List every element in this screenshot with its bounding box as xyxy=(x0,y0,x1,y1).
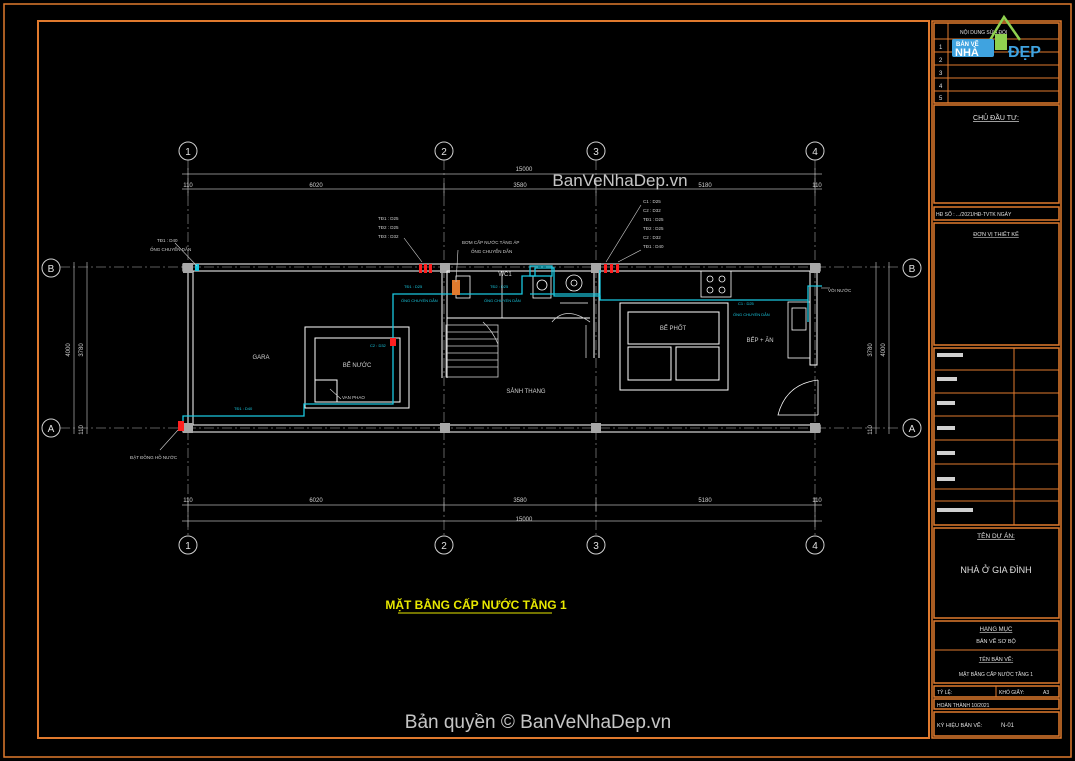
dim-total-bottom: 15000 xyxy=(516,517,533,523)
title-block: NỘI DUNG SỬA ĐỔI 1 2 3 4 5 CHỦ ĐẦU TƯ: H… xyxy=(931,14,1062,739)
paper-value: A3 xyxy=(1043,690,1049,696)
room-gara: GARA xyxy=(252,355,269,361)
note-pipe2: ỐNG CHUYỂN DẪN xyxy=(150,246,191,252)
grid-row-b-right: B xyxy=(909,264,916,275)
note-meter: ĐẶT ĐỒNG HỒ NƯỚC xyxy=(130,454,178,460)
note-valve: VAN PHAO xyxy=(342,395,365,400)
note-c3: TĐ1 : D25 xyxy=(643,217,664,222)
note-r3: TĐ3 : D32 xyxy=(378,234,399,239)
pipe-label-5: C2 : D32 xyxy=(370,343,387,348)
dim-side-outer-left: 4000 xyxy=(66,343,72,357)
sheet-value: MẶT BẰNG CẤP NƯỚC TẦNG 1 xyxy=(959,670,1033,678)
logo-top: BẢN VẼ xyxy=(956,41,979,48)
note-pump: BƠM CẤP NƯỚC TĂNG ÁP xyxy=(462,239,519,245)
logo-right: ĐẸP xyxy=(1008,44,1041,61)
dim-edge-top-right: 110 xyxy=(812,183,822,189)
grid-col-1-bottom: 1 xyxy=(185,541,191,552)
grid-col-4-bottom: 4 xyxy=(812,541,818,552)
dim-seg1-top: 6020 xyxy=(309,183,323,189)
project-label: TÊN DỰ ÁN: xyxy=(977,531,1015,540)
sheet-frame-inner xyxy=(37,20,930,739)
dim-edge-top-left: 110 xyxy=(183,183,193,189)
septic-tank xyxy=(619,302,729,391)
grid-col-1-top: 1 xyxy=(185,147,191,158)
scale-label: TỶ LỆ: xyxy=(937,688,952,696)
pipe-label-3: C1 : D25 xyxy=(738,301,755,306)
dim-seg2-bottom: 3580 xyxy=(513,498,527,504)
rev-row-5: 5 xyxy=(939,96,943,102)
room-septic: BỂ PHỐT xyxy=(660,325,687,332)
date-label: HOÀN THÀNH 10/2021 xyxy=(937,702,990,709)
project-name: NHÀ Ở GIA ĐÌNH xyxy=(960,564,1031,575)
dim-edge-bottom-right: 110 xyxy=(812,498,822,504)
grid-col-4-top: 4 xyxy=(812,147,818,158)
dim-side-end-right: 110 xyxy=(868,425,874,435)
pipe-label-1: TĐ1 : D25 xyxy=(404,284,423,289)
dim-side-inner-left: 3780 xyxy=(79,343,85,357)
paper-label: KHỔ GIẤY: xyxy=(999,689,1024,696)
item-label: HẠNG MỤC xyxy=(980,627,1013,633)
dim-side-end-left: 110 xyxy=(79,425,85,435)
rev-row-3: 3 xyxy=(939,71,943,77)
dim-total-top: 15000 xyxy=(516,167,533,173)
grid-col-3-top: 3 xyxy=(593,147,599,158)
pipe-label-2b: ỐNG CHUYỂN DẪN xyxy=(484,298,521,303)
drawing-no: N-01 xyxy=(1001,723,1015,729)
rev-header: NỘI DUNG SỬA ĐỔI xyxy=(960,29,1007,36)
floor-plan: 1 2 3 4 1 2 3 4 B A B A 15000 xyxy=(41,141,922,614)
grid-col-3-bottom: 3 xyxy=(593,541,599,552)
contract-label: HĐ SỐ : .../2021/HĐ-TVTK NGÀY xyxy=(936,211,1012,218)
designer-label: ĐƠN VỊ THIẾT KẾ xyxy=(973,231,1019,238)
note-c5: C2 : D32 xyxy=(643,235,661,240)
note-c2: C2 : D32 xyxy=(643,208,661,213)
main-pipe xyxy=(182,267,822,427)
pipe-label-2: TĐ2 : D25 xyxy=(490,284,509,289)
dim-side-inner-right: 3780 xyxy=(868,343,874,357)
sheet-label: TÊN BẢN VẼ: xyxy=(979,655,1014,663)
note-c1: C1 : D25 xyxy=(643,199,661,204)
room-tank: BỂ NƯỚC xyxy=(343,362,372,369)
note-c6: TĐ1 : D40 xyxy=(643,244,664,249)
drawing-title: MẶT BẰNG CẤP NƯỚC TẦNG 1 xyxy=(385,597,567,612)
note-c4: TĐ2 : D25 xyxy=(643,226,664,231)
drawing-no-label: KÝ HIỆU BẢN VẼ: xyxy=(937,721,983,729)
grid-col-2-top: 2 xyxy=(441,147,447,158)
grid-row-b-left: B xyxy=(48,264,55,275)
watermark-center: BanVeNhaDep.vn xyxy=(552,171,687,190)
rev-row-4: 4 xyxy=(939,84,943,90)
grid-row-a-right: A xyxy=(909,424,916,435)
owner-label: CHỦ ĐẦU TƯ: xyxy=(973,112,1019,122)
room-kitchen: BẾP + ĂN xyxy=(746,337,773,344)
note-r1: TĐ1 : D25 xyxy=(378,216,399,221)
note-r2: TĐ2 : D25 xyxy=(378,225,399,230)
dim-edge-bottom-left: 110 xyxy=(183,498,193,504)
note-pipe1: TĐ1 : D40 xyxy=(157,238,178,243)
pipe-label-4: TĐ1 : D40 xyxy=(234,406,253,411)
grid-col-2-bottom: 2 xyxy=(441,541,447,552)
dim-seg3-top: 5180 xyxy=(698,183,712,189)
dim-seg2-top: 3580 xyxy=(513,183,527,189)
watermark-bottom: Bản quyền © BanVeNhaDep.vn xyxy=(405,712,671,733)
room-wc: WC1 xyxy=(498,272,512,278)
room-stair: SẢNH THANG xyxy=(506,388,546,395)
note-pump-pipe: ỐNG CHUYỂN DẪN xyxy=(471,248,512,254)
dim-side-outer-right: 4000 xyxy=(881,343,887,357)
pipe-label-3b: ỐNG CHUYỂN DẪN xyxy=(733,312,770,317)
water-tank xyxy=(304,326,410,409)
logo-mid: NHÀ xyxy=(955,46,979,59)
rev-row-1: 1 xyxy=(939,45,943,51)
grid-row-a-left: A xyxy=(48,424,55,435)
note-faucet: VÒI NƯỚC xyxy=(828,287,852,293)
rev-row-2: 2 xyxy=(939,58,943,64)
sheet-frame-outer xyxy=(3,3,1072,758)
dim-seg3-bottom: 5180 xyxy=(698,498,712,504)
logo: BẢN VẼ NHÀ ĐẸP xyxy=(952,14,1041,61)
pipe-label-1b: ỐNG CHUYỂN DẪN xyxy=(401,298,438,303)
dim-seg1-bottom: 6020 xyxy=(309,498,323,504)
item-value: BẢN VẼ SƠ BỘ xyxy=(976,638,1016,645)
